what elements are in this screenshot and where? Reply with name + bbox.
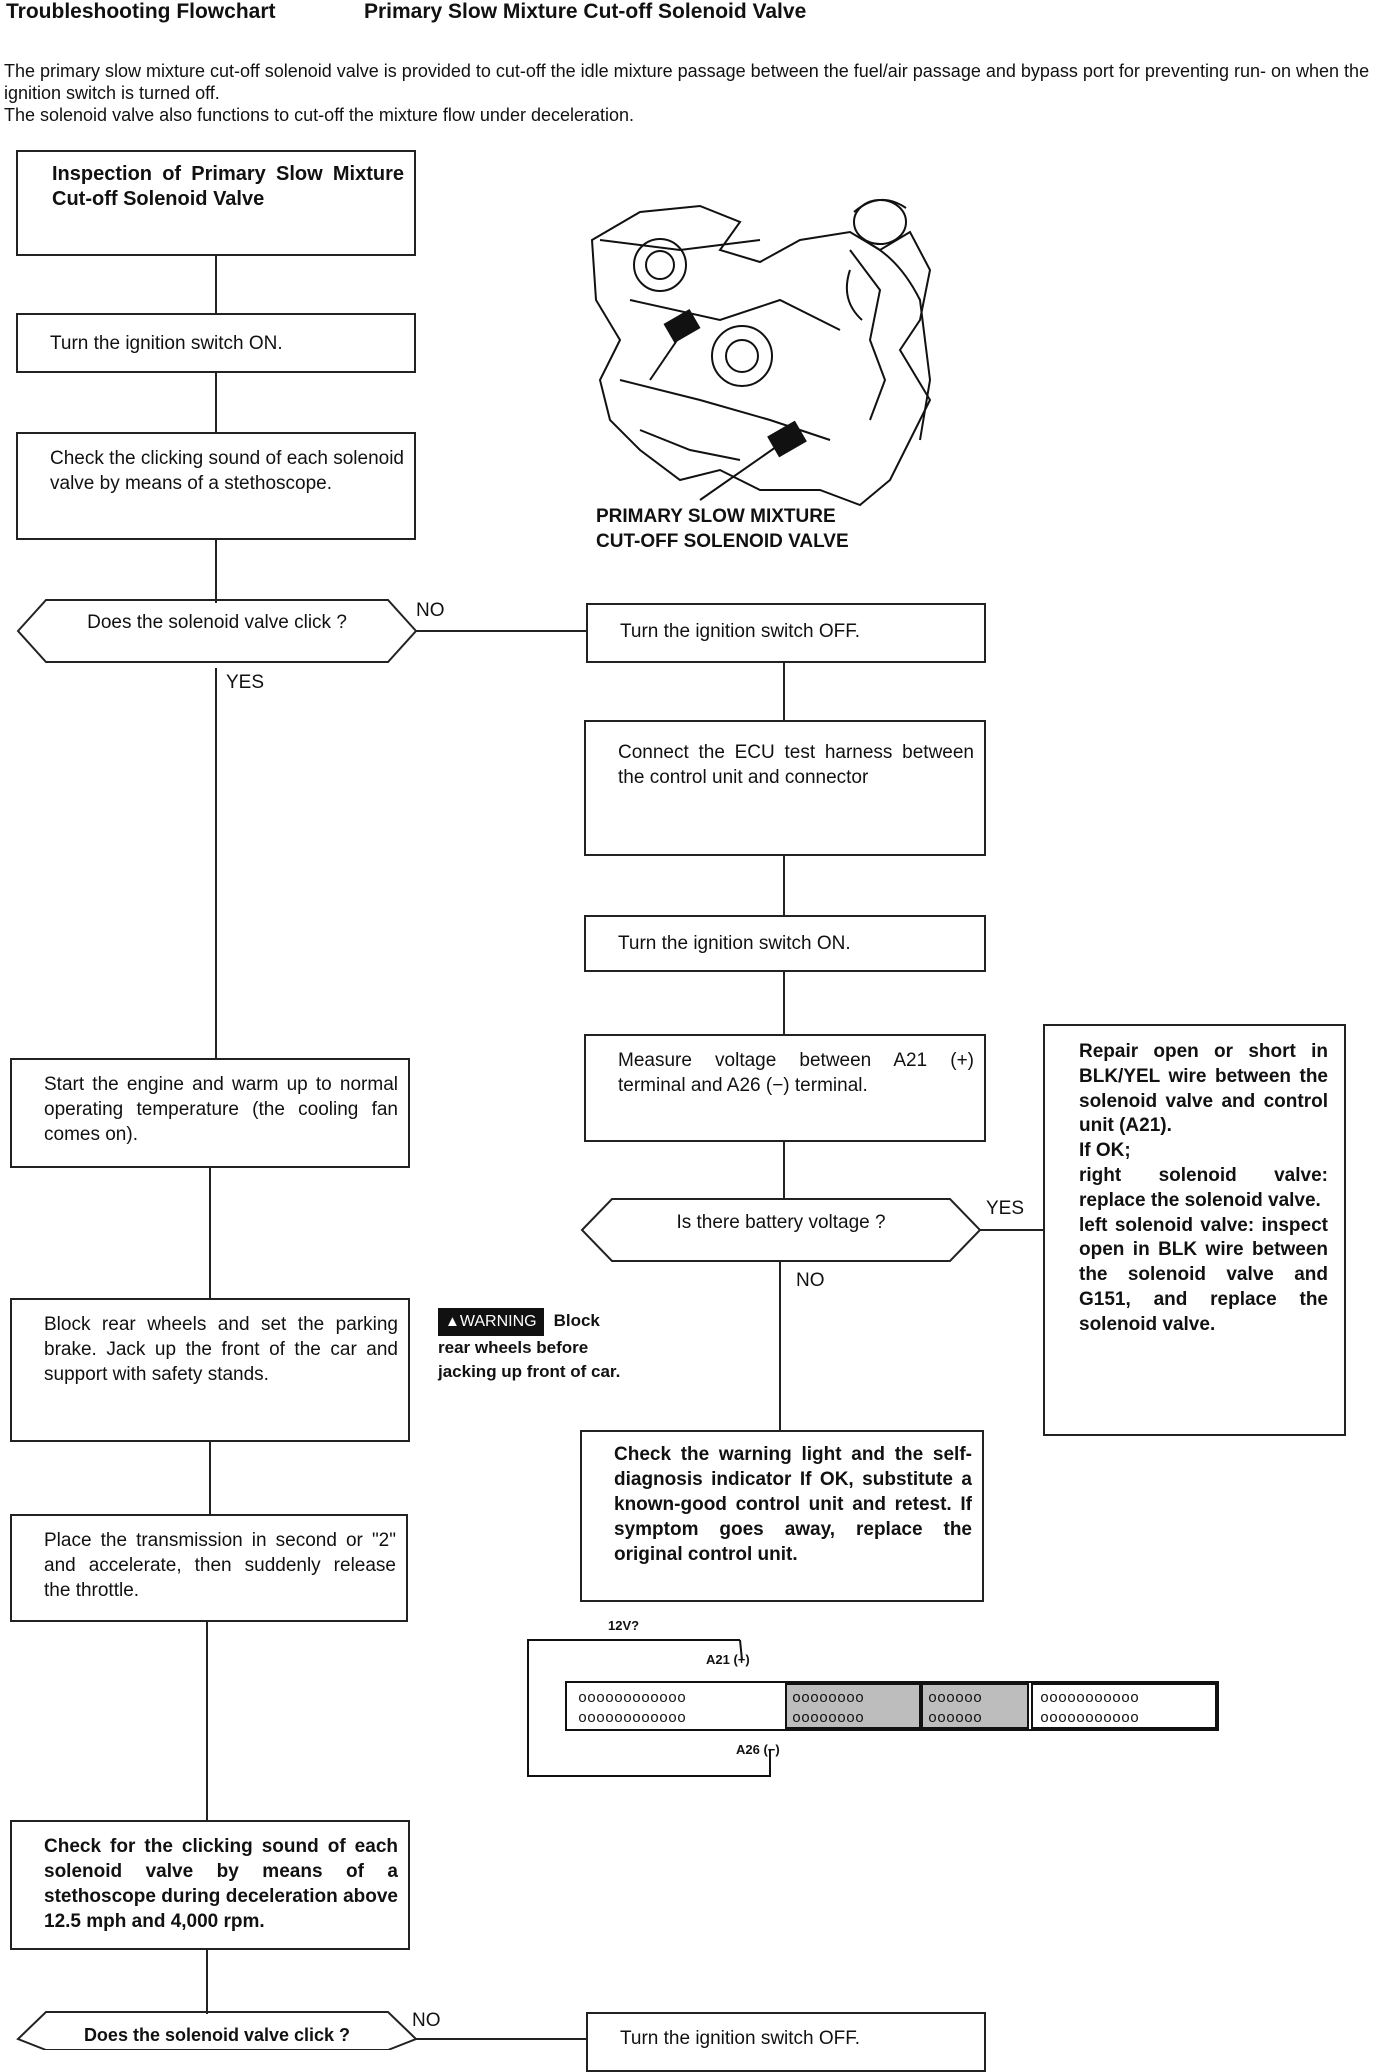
ecu-pin-row: oooooooo	[792, 1690, 864, 1707]
header-left-title: Troubleshooting Flowchart	[6, 0, 276, 23]
ecu-pin-row: oooooo	[928, 1710, 982, 1727]
label-no-3: NO	[796, 1270, 825, 1291]
ecu-a26-label: A26 (−)	[736, 1742, 780, 1757]
repair-line: Repair open or short in BLK/YEL wire bet…	[1079, 1041, 1328, 1137]
warning-triangle-icon: ▲	[445, 1313, 460, 1330]
ecu-pin-row: oooooo	[928, 1690, 982, 1707]
header-right-title: Primary Slow Mixture Cut-off Solenoid Va…	[364, 0, 807, 23]
repair-line: left solenoid valve: inspect open in BLK…	[1079, 1214, 1328, 1335]
label-no-2: NO	[412, 2010, 441, 2031]
warning-first-line: ▲WARNING Block	[438, 1308, 620, 1336]
decision-click-2: Does the solenoid valve click ?	[83, 2025, 351, 2045]
intro-paragraph: The solenoid valve also functions to cut…	[4, 105, 635, 125]
step-measure-voltage-box: Measure voltage between A21 (+) terminal…	[584, 1034, 986, 1142]
intro-text: The primary slow mixture cut-off solenoi…	[4, 60, 1384, 126]
label-no-1: NO	[416, 600, 445, 621]
step-check-warning-box: Check the warning light and the self-dia…	[580, 1430, 984, 1602]
step-block-wheels-box: Block rear wheels and set the parking br…	[10, 1298, 410, 1442]
step-check-click-box: Check the clicking sound of each solenoi…	[16, 432, 416, 540]
ecu-pin-row: ooooooooooo	[1040, 1710, 1139, 1727]
ecu-connector-diagram	[527, 1639, 1219, 1777]
repair-line: If OK;	[1079, 1140, 1131, 1162]
figure-caption-line: PRIMARY SLOW MIXTURE	[596, 506, 836, 527]
label-yes-1: YES	[226, 672, 265, 693]
step-place-trans-box: Place the transmission in second or "2" …	[10, 1514, 408, 1622]
step-check-decel-box: Check for the clicking sound of each sol…	[10, 1820, 410, 1950]
warning-badge: ▲WARNING	[438, 1308, 544, 1336]
warning-text: rear wheels before	[438, 1338, 589, 1357]
warning-text: Block	[553, 1311, 600, 1330]
step-inspection-box: Inspection of Primary Slow Mixture Cut-o…	[16, 150, 416, 256]
step-ignition-on-box: Turn the ignition switch ON.	[16, 313, 416, 373]
warning-badge-label: WARNING	[459, 1313, 537, 1330]
step-start-engine-box: Start the engine and warm up to normal o…	[10, 1058, 410, 1168]
ecu-12v-label: 12V?	[608, 1618, 640, 1633]
step-connect-ecu-box: Connect the ECU test harness between the…	[584, 720, 986, 856]
engine-illustration	[590, 199, 932, 507]
ecu-a21-label: A21 (+)	[706, 1652, 750, 1667]
ecu-pin-row: oooooooo	[792, 1710, 864, 1727]
decision-click-1: Does the solenoid valve click ?	[87, 612, 347, 633]
ecu-pin-row: oooooooooooo	[578, 1710, 686, 1727]
warning-text: jacking up front of car.	[438, 1362, 621, 1381]
step-ignition-off-box: Turn the ignition switch OFF.	[586, 603, 986, 663]
warning-note: ▲WARNING Block rear wheels before jacking…	[438, 1308, 620, 1384]
label-yes-2: YES	[986, 1198, 1025, 1219]
ecu-pin-row: oooooooooooo	[578, 1690, 686, 1707]
repair-line: right solenoid valve: replace the soleno…	[1079, 1164, 1328, 1211]
repair-instructions-box: Repair open or short in BLK/YEL wire bet…	[1043, 1024, 1346, 1436]
step-ignition-on-2-box: Turn the ignition switch ON.	[584, 915, 986, 972]
step-ignition-off-2-box: Turn the ignition switch OFF.	[586, 2012, 986, 2072]
figure-caption: PRIMARY SLOW MIXTURE CUT-OFF SOLENOID VA…	[596, 504, 849, 554]
figure-caption-line: CUT-OFF SOLENOID VALVE	[596, 531, 849, 552]
decision-battery-voltage: Is there battery voltage ?	[676, 1212, 886, 1233]
ecu-pin-row: ooooooooooo	[1040, 1690, 1139, 1707]
intro-paragraph: The primary slow mixture cut-off solenoi…	[4, 61, 1370, 103]
